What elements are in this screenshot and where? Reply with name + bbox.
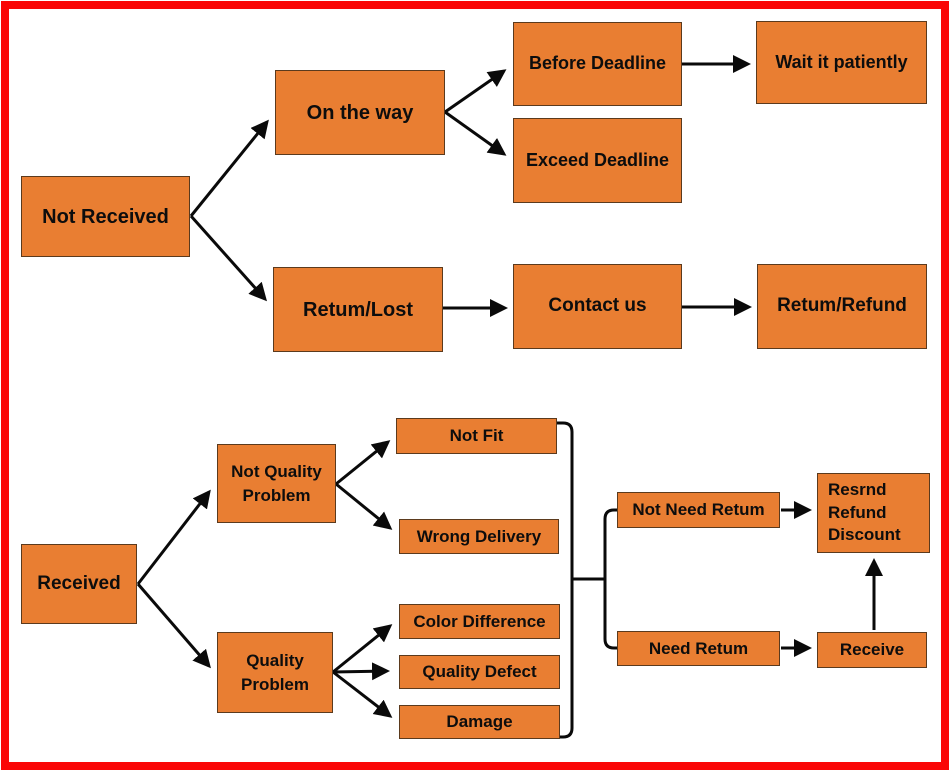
node-quality-defect: Quality Defect	[399, 655, 560, 689]
arrow-qp-colordifference	[332, 624, 393, 674]
node-wait-it-patiently: Wait it patiently	[756, 21, 927, 104]
arrow-nqp-wrongdelivery	[335, 482, 393, 530]
bracket-retum-split	[603, 508, 617, 650]
node-retum-lost: Retum/Lost	[273, 267, 443, 352]
arrow-ontheway-exceeddeadline	[444, 110, 507, 156]
node-on-the-way: On the way	[275, 70, 445, 155]
node-not-quality-problem: Not Quality Problem	[217, 444, 336, 523]
bracket-outcomes-group	[557, 421, 574, 739]
arrow-ontheway-beforedeadline	[444, 69, 507, 114]
node-contact-us: Contact us	[513, 264, 682, 349]
node-receive: Receive	[817, 632, 927, 668]
node-resrnd-refund-discount: Resrnd Refund Discount	[817, 473, 930, 553]
arrow-qp-damage	[332, 670, 393, 718]
node-damage: Damage	[399, 705, 560, 739]
node-exceed-deadline: Exceed Deadline	[513, 118, 682, 203]
arrow-received-notqualityproblem	[136, 489, 211, 585]
node-quality-problem: Quality Problem	[217, 632, 333, 713]
node-not-need-retum: Not Need Retum	[617, 492, 780, 528]
arrow-notreceived-ontheway	[189, 119, 269, 217]
node-need-retum: Need Retum	[617, 631, 780, 666]
node-not-received: Not Received	[21, 176, 190, 257]
arrow-received-qualityproblem	[136, 583, 211, 669]
node-before-deadline: Before Deadline	[513, 22, 682, 106]
node-received: Received	[21, 544, 137, 624]
node-not-fit: Not Fit	[396, 418, 557, 454]
node-retum-refund: Retum/Refund	[757, 264, 927, 349]
arrow-qp-qualitydefect	[332, 662, 390, 681]
arrow-nqp-notfit	[335, 440, 391, 486]
node-color-difference: Color Difference	[399, 604, 560, 639]
arrow-notreceived-retumlost	[189, 215, 267, 302]
node-wrong-delivery: Wrong Delivery	[399, 519, 559, 554]
